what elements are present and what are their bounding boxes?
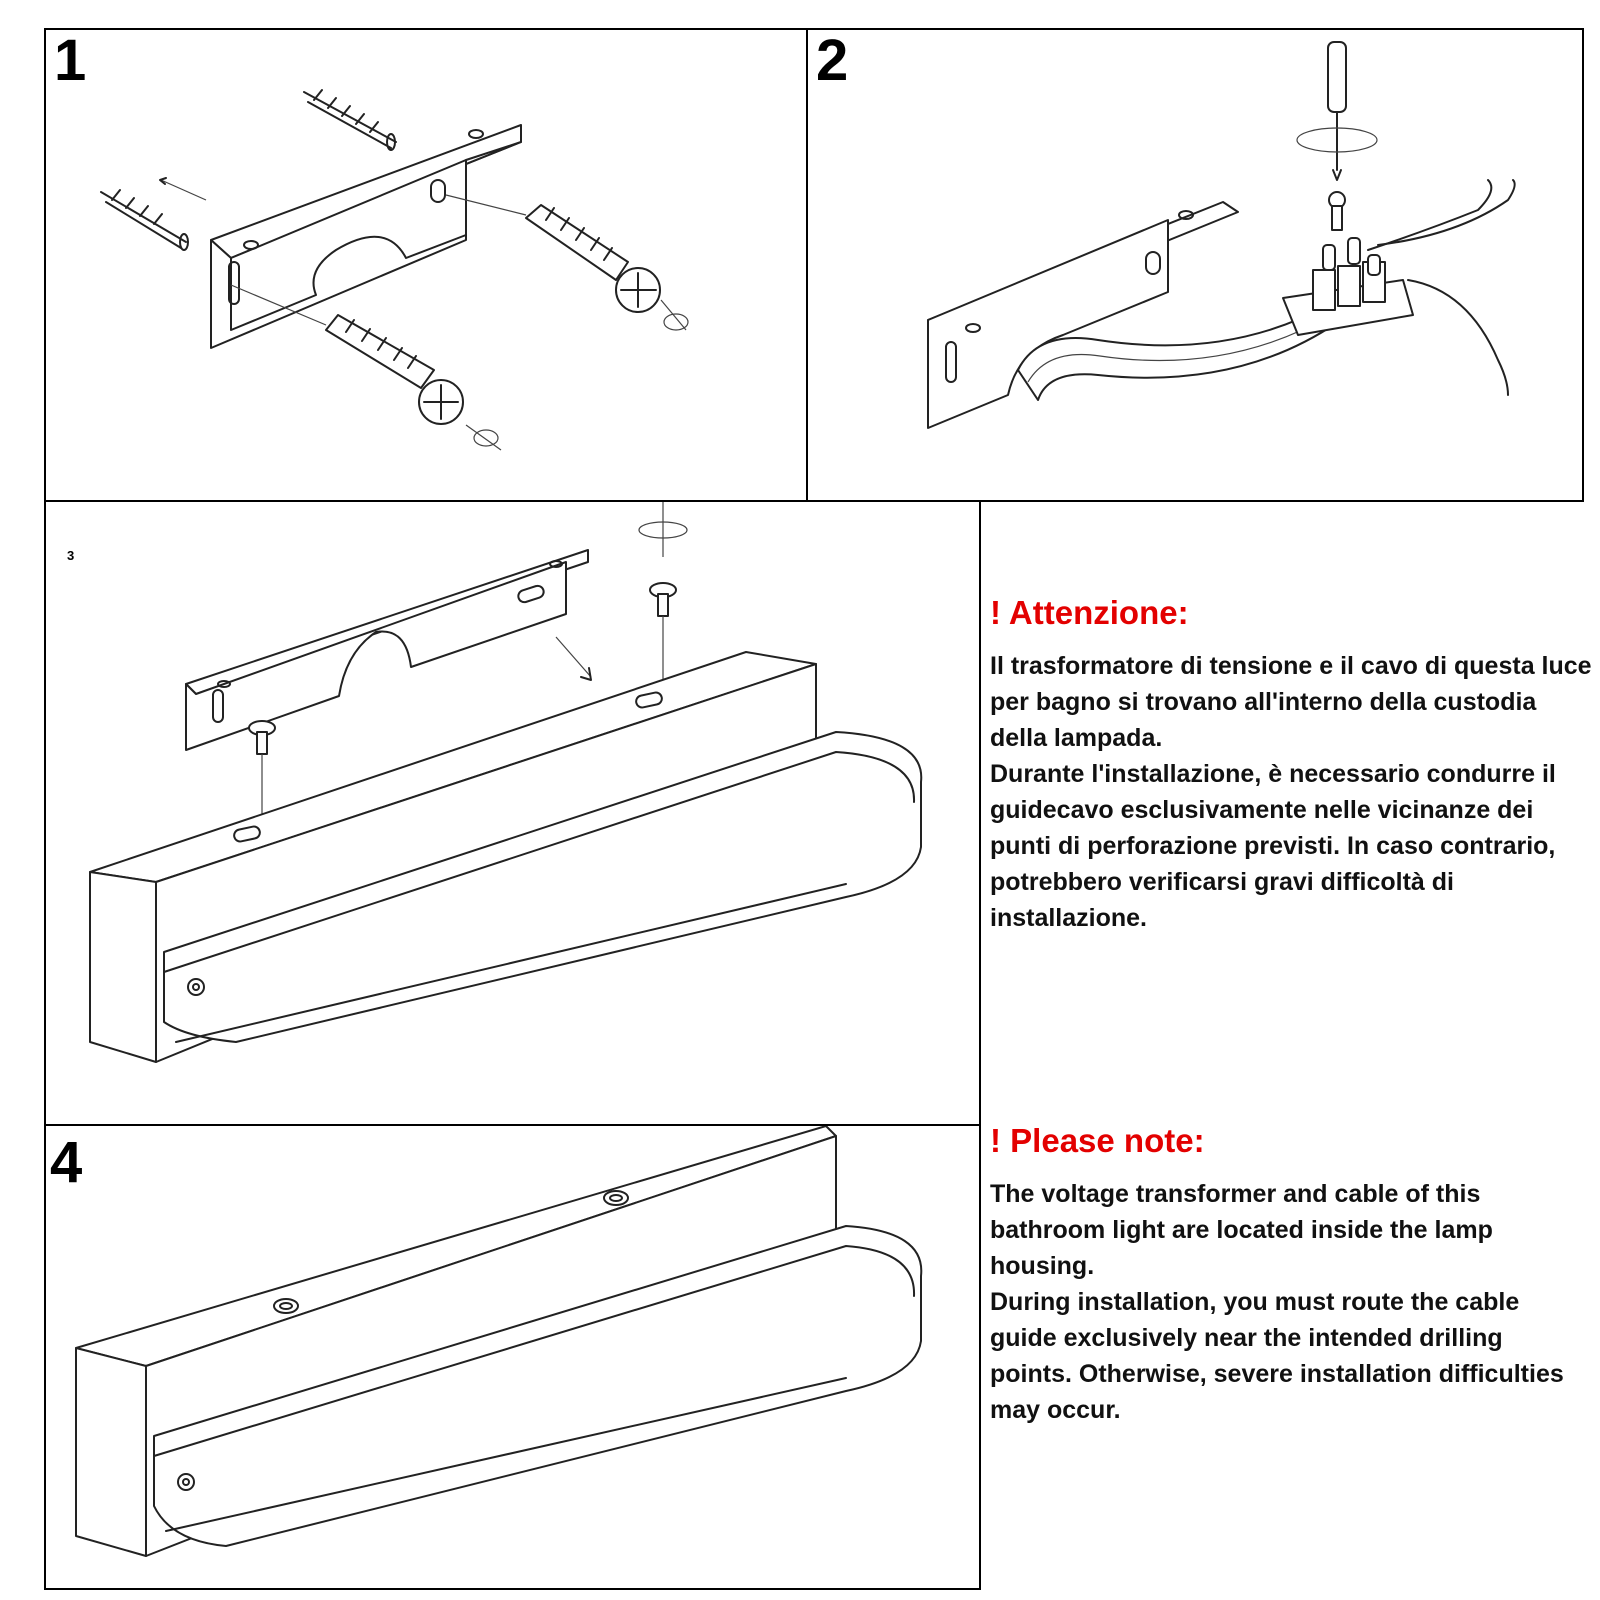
step-4-panel: 4 <box>44 1124 981 1590</box>
note-body-italian: Il trasformatore di tensione e il cavo d… <box>990 648 1595 936</box>
step-number-2: 2 <box>816 28 849 93</box>
note-title-english: ! Please note: <box>990 1122 1205 1159</box>
step-3-panel: 3 <box>44 500 981 1126</box>
step-number-1: 1 <box>54 28 87 93</box>
mounting-screw-left <box>248 720 276 832</box>
step-number-3: 3 <box>67 548 75 563</box>
installed-lamp-illustration <box>75 1126 923 1557</box>
lamp-mounting-illustration <box>89 502 923 1063</box>
note-title-italian: ! Attenzione: <box>990 594 1189 631</box>
lamp-housing <box>89 651 923 1063</box>
bracket-wall-anchor-illustration <box>100 89 689 451</box>
screw-right <box>445 194 689 331</box>
note-body-english: The voltage transformer and cable of thi… <box>990 1176 1590 1428</box>
note-paragraph: The voltage transformer and cable of thi… <box>990 1180 1493 1280</box>
screwdriver <box>1296 41 1378 231</box>
step-2-panel: 2 <box>806 28 1584 502</box>
note-paragraph: Il trasformatore di tensione e il cavo d… <box>990 652 1592 752</box>
step-1-panel: 1 <box>44 28 808 502</box>
terminal-block <box>1282 237 1414 336</box>
mounting-screw-right <box>638 502 688 697</box>
screw-left <box>230 284 502 451</box>
mounting-bracket <box>185 549 589 751</box>
wall-anchor-top <box>303 89 397 151</box>
note-paragraph: Durante l'installazione, è necessario co… <box>990 760 1556 932</box>
bracket-wiring-illustration <box>927 41 1516 429</box>
step-number-4: 4 <box>50 1130 83 1195</box>
wall-anchor-left <box>100 177 207 251</box>
installed-lamp <box>75 1126 923 1557</box>
note-paragraph: During installation, you must route the … <box>990 1288 1564 1424</box>
